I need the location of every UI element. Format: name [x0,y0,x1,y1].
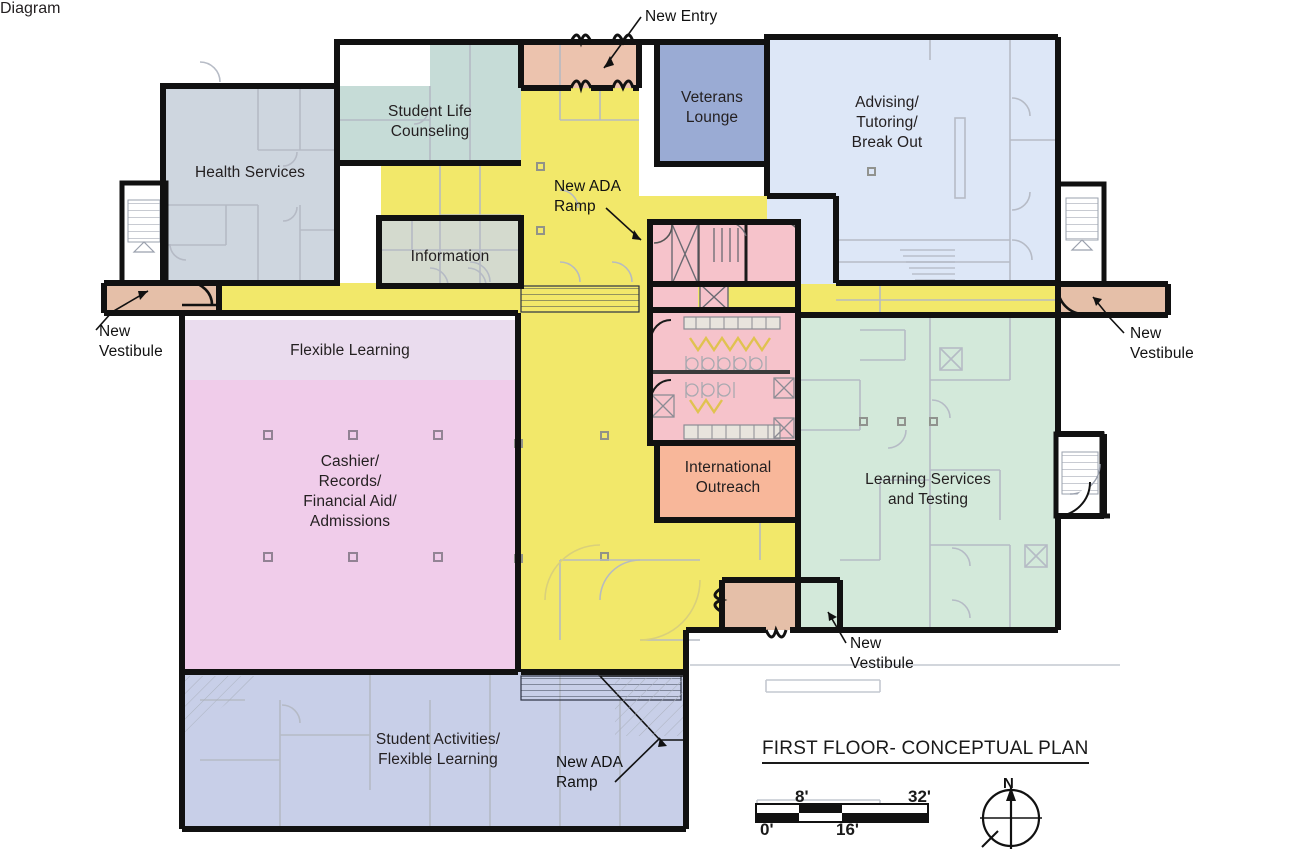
fill-cashier-records [182,380,518,672]
fill-information [379,218,521,286]
scale-tick-32ft: 32' [908,787,931,806]
callout-new-vestibule-right: New Vestibule [1130,325,1194,362]
fill-circulation-rightband [836,283,1058,315]
fill-learning-services [798,317,1058,630]
fill-health-services [163,86,337,283]
fill-new-entry [521,42,639,88]
callout-new-ada-ramp-upper: New ADA Ramp [554,178,622,215]
fill-advising [767,37,1058,284]
callout-new-vestibule-bottom: New Vestibule [850,635,914,672]
existing-partitions [163,37,1058,829]
scale-tick-0ft: 0' [760,820,774,839]
fill-learning-services-b [840,580,1058,630]
fill-intl-outreach [657,443,798,520]
north-arrow-icon [980,787,1042,849]
fill-vestibule-right [1058,283,1168,315]
north-arrow-label: N [1003,775,1014,792]
fill-flexible-learning [182,320,518,380]
callout-new-vestibule-left: New Vestibule [99,323,163,360]
fill-veterans-lounge [657,42,767,164]
plan-title: FIRST FLOOR- CONCEPTUAL PLAN [762,738,1089,764]
exterior-walls [101,34,1171,832]
fill-core-pink-b [650,310,798,443]
fill-student-life [430,42,521,163]
scale-bar [755,803,929,823]
scale-tick-8ft: 8' [795,787,809,806]
scale-tick-16ft: 16' [836,820,859,839]
callout-new-entry: New Entry [645,8,718,25]
stairs-and-elevator [119,180,1110,519]
callout-new-ada-ramp-lower: New ADA Ramp [556,754,624,791]
room-color-fills [104,37,1168,829]
